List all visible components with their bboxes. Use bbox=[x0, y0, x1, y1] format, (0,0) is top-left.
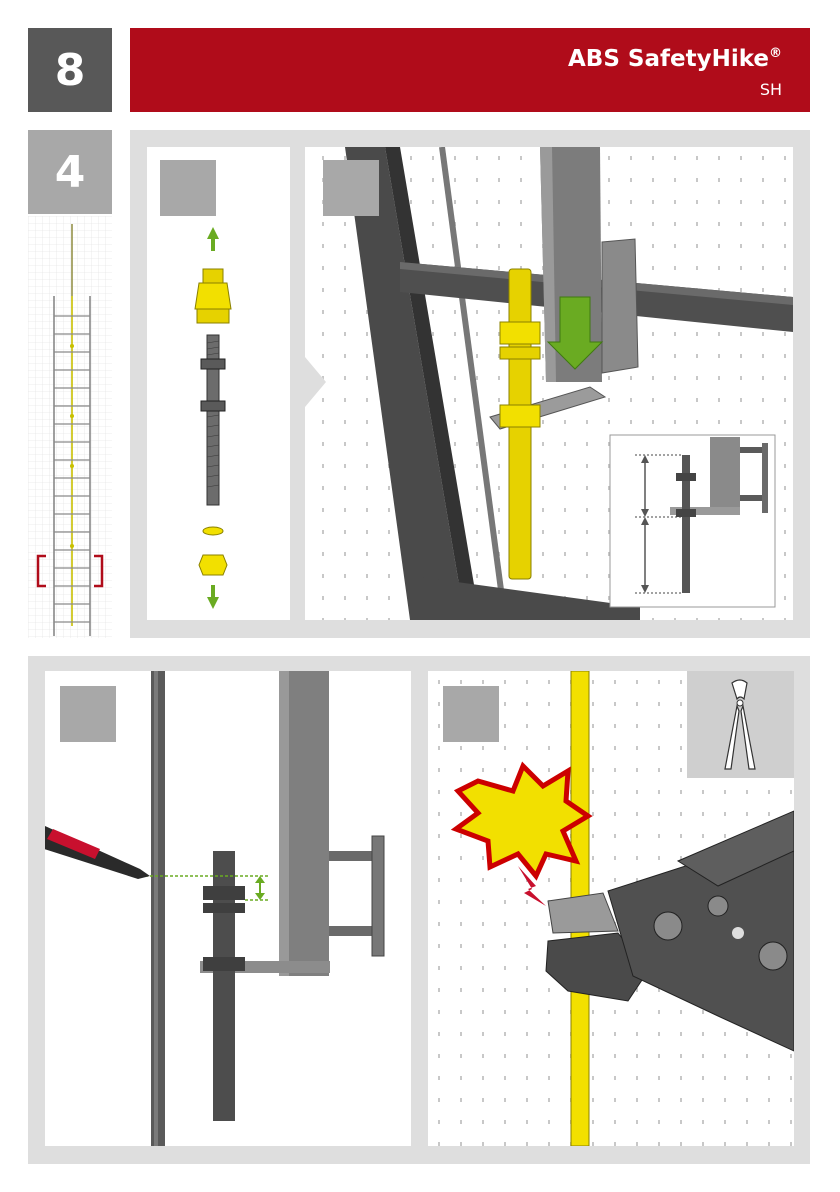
page-number: 8 bbox=[28, 28, 112, 112]
marking-drawing bbox=[45, 671, 411, 1146]
assembly-panel bbox=[290, 147, 793, 620]
wire-cutter-icon bbox=[687, 671, 794, 778]
detail-inset bbox=[610, 435, 775, 607]
wire-cutter-drawing bbox=[687, 671, 794, 778]
washer bbox=[203, 527, 223, 535]
trademark-symbol: ® bbox=[769, 46, 782, 61]
panel-badge bbox=[443, 686, 499, 742]
hex-nut bbox=[199, 555, 227, 575]
ladder-overview bbox=[28, 216, 112, 638]
arrow-down-icon bbox=[207, 585, 219, 609]
panel-badge bbox=[60, 686, 116, 742]
step-number: 4 bbox=[28, 130, 112, 214]
assembly-drawing bbox=[290, 147, 793, 620]
marker-pen-icon bbox=[45, 826, 150, 879]
header-bar: ABS SafetyHike® SH bbox=[130, 28, 810, 112]
footnote bbox=[0, 1182, 840, 1192]
marking-panel bbox=[45, 671, 411, 1146]
panel-badge bbox=[323, 160, 379, 216]
parts-drawing bbox=[147, 147, 290, 620]
ladder-overview-drawing bbox=[28, 216, 112, 638]
threaded-rod bbox=[201, 335, 225, 505]
product-subtitle: SH bbox=[760, 80, 782, 99]
product-title-text: ABS SafetyHike bbox=[568, 46, 769, 72]
cap-nut bbox=[195, 269, 231, 323]
product-title: ABS SafetyHike® bbox=[568, 46, 782, 72]
parts-panel bbox=[147, 147, 290, 620]
arrow-up-icon bbox=[207, 227, 219, 251]
